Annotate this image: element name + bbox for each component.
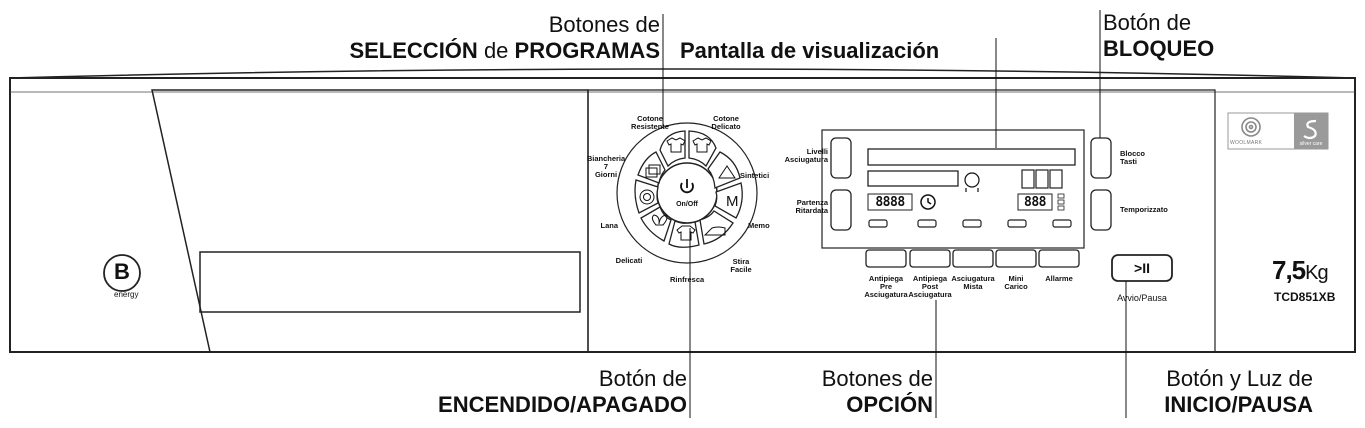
label-temporizzato: Temporizzato — [1120, 205, 1168, 214]
drawer-handle — [199, 251, 581, 313]
callout-program-mid: de — [483, 38, 509, 63]
panel-outline — [9, 77, 1356, 353]
shirt-outline-icon — [692, 137, 712, 153]
label-delicati: Delicati — [615, 256, 643, 265]
callout-program-bold2: PROGRAMAS — [514, 38, 660, 63]
program-button-memo[interactable] — [714, 182, 743, 219]
blocco-button[interactable] — [1090, 137, 1112, 179]
program-button-cotone-delicato[interactable] — [688, 130, 717, 168]
option-button-1[interactable] — [865, 249, 907, 268]
label-on-off: On/Off — [676, 201, 698, 208]
callout-program-line1: Botones de — [548, 12, 660, 37]
label-memo: Memo — [748, 221, 770, 230]
option-button-2[interactable] — [909, 249, 951, 268]
shirt-icon — [666, 137, 686, 153]
panel-top-curve — [9, 68, 1356, 79]
label-sintetici: Sintetici — [740, 171, 770, 180]
callout-options: Botones de OPCIÓN — [822, 366, 933, 418]
callout-lock-bold: BLOQUEO — [1103, 36, 1215, 61]
callout-start-bold: INICIO/PAUSA — [1164, 392, 1313, 417]
energy-letter: B — [114, 259, 130, 284]
woolmark-icon — [1241, 117, 1261, 137]
callout-start: Botón y Luz de INICIO/PAUSA — [1164, 366, 1313, 418]
callout-power-bold: ENCENDIDO/APAGADO — [438, 392, 687, 417]
callout-options-bold: OPCIÓN — [846, 392, 933, 417]
callout-program-selection: Botones de SELECCIÓN de PROGRAMAS — [349, 12, 660, 64]
segment-boxes — [1021, 169, 1063, 189]
livelli-button[interactable] — [830, 137, 852, 179]
digits-right: 888 — [1024, 195, 1046, 210]
wool-icon — [639, 189, 655, 205]
callout-power-line1: Botón de — [598, 366, 687, 391]
start-pause-button[interactable] — [1111, 254, 1173, 282]
partenza-button[interactable] — [830, 189, 852, 231]
option-button-3[interactable] — [952, 249, 994, 268]
display-frame — [821, 129, 1085, 249]
progress-bar — [867, 170, 959, 187]
digits-right-frame — [1017, 193, 1053, 211]
callout-lock-line1: Botón de — [1103, 10, 1192, 35]
digits-left-frame — [867, 193, 913, 211]
control-section — [587, 89, 1216, 353]
sheets-icon — [645, 164, 661, 178]
capacity-number: 7,5 — [1272, 255, 1306, 285]
silver-care-text: silver care — [1299, 141, 1323, 147]
model-number: TCD851XB — [1274, 290, 1336, 304]
option-buttons — [865, 249, 1080, 268]
callout-start-line1: Botón y Luz de — [1166, 366, 1313, 391]
temporizzato-button[interactable] — [1090, 189, 1112, 231]
callout-program-bold1: SELECCIÓN — [349, 38, 478, 63]
callout-lock: Botón de BLOQUEO — [1103, 10, 1214, 62]
energy-word: energy — [114, 290, 139, 299]
memo-key: M — [726, 193, 739, 210]
power-icon — [680, 179, 694, 194]
silver-care-icon — [1303, 119, 1317, 140]
drying-level-bar — [867, 148, 1076, 166]
energy-badge — [103, 254, 141, 292]
sheep-icon — [964, 172, 980, 192]
option-button-4[interactable] — [995, 249, 1037, 268]
callout-options-line1: Botones de — [821, 366, 933, 391]
program-button-rinfresca[interactable] — [668, 220, 700, 248]
callout-display: Pantalla de visualización — [680, 38, 939, 64]
program-dial-ring — [616, 122, 758, 264]
callout-power: Botón de ENCENDIDO/APAGADO — [438, 366, 687, 418]
start-pause-symbol: >II — [1134, 260, 1150, 276]
program-button-lana[interactable] — [634, 179, 659, 214]
program-button-cotone-resistente[interactable] — [659, 130, 686, 168]
butterfly-icon — [651, 214, 668, 226]
digits-left: 8888 — [875, 195, 905, 210]
label-avvio-pausa: Avvio/Pausa — [1117, 293, 1167, 303]
triangle-icon — [718, 165, 736, 179]
refresh-shirt-icon — [676, 225, 696, 241]
callout-display-text: Pantalla de visualización — [680, 38, 940, 63]
capacity-unit: Kg — [1305, 262, 1328, 284]
level-indicator — [1057, 193, 1065, 211]
iron-icon — [703, 226, 726, 236]
label-rinfresca: Rinfresca — [670, 275, 705, 284]
label-option-5: Allarme — [1045, 274, 1073, 283]
silver-care-box — [1294, 113, 1328, 149]
option-button-5[interactable] — [1038, 249, 1080, 268]
indicator-leds — [868, 219, 1072, 228]
woolmark-text: WOOLMARK — [1230, 140, 1263, 146]
label-lana: Lana — [600, 221, 618, 230]
leader-lines — [662, 10, 1127, 418]
delay-timer-icon — [920, 194, 936, 210]
capacity: 7,5Kg — [1272, 255, 1329, 288]
